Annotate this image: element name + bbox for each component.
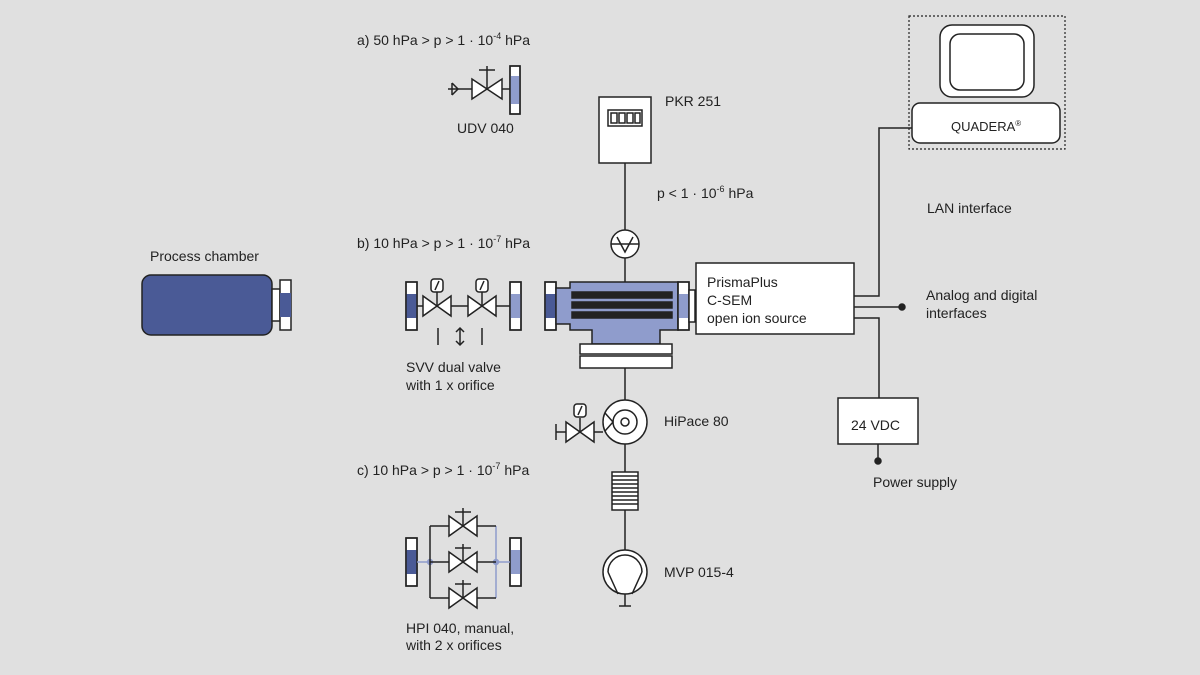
quadera-computer	[908, 15, 1066, 150]
quadera-label: QUADERA®	[951, 119, 1022, 134]
svv-label-line2: with 1 x orifice	[406, 377, 495, 393]
analog-digital-label-line2: interfaces	[926, 305, 987, 321]
hipace-80-pump	[555, 399, 648, 550]
pkr-251-label: PKR 251	[665, 93, 722, 109]
hpi-label-line1: HPI 040, manual,	[406, 620, 515, 636]
option-c-pressure-label: c) 10 hPa > p > 1 · 10-7 hPa	[357, 461, 530, 479]
udv-040-valve	[448, 65, 521, 115]
prismaplus-line2: C-SEM	[707, 292, 753, 308]
prismaplus-line1: PrismaPlus	[707, 274, 778, 290]
analog-digital-label-line1: Analog and digital	[926, 287, 1038, 303]
mvp-label: MVP 015-4	[664, 564, 734, 580]
gauge-pressure-label: p < 1 · 10-6 hPa	[657, 184, 754, 202]
svv-label-line1: SVV dual valve	[406, 359, 501, 375]
hipace-label: HiPace 80	[664, 413, 729, 429]
option-a-pressure-label: a) 50 hPa > p > 1 · 10-4 hPa	[357, 31, 531, 49]
prismaplus-line3: open ion source	[707, 310, 807, 326]
svv-dual-valve	[405, 278, 522, 347]
ion-source-chamber	[544, 281, 696, 400]
prismaplus-box	[695, 262, 855, 335]
pkr-251-gauge	[598, 96, 652, 282]
lan-interface-label: LAN interface	[927, 200, 1012, 216]
power-supply	[837, 397, 919, 465]
vdc-label: 24 VDC	[851, 417, 901, 433]
hpi-label-line2: with 2 x orifices	[406, 637, 502, 653]
option-b-pressure-label: b) 10 hPa > p > 1 · 10-7 hPa	[357, 234, 531, 252]
hpi-040-valve-block	[405, 508, 522, 610]
process-chamber	[141, 274, 292, 336]
mvp-015-4-pump	[602, 549, 648, 607]
udv-040-label: UDV 040	[457, 120, 514, 136]
signal-wiring	[854, 127, 912, 398]
power-supply-label: Power supply	[873, 474, 958, 490]
process-chamber-label: Process chamber	[150, 248, 259, 264]
